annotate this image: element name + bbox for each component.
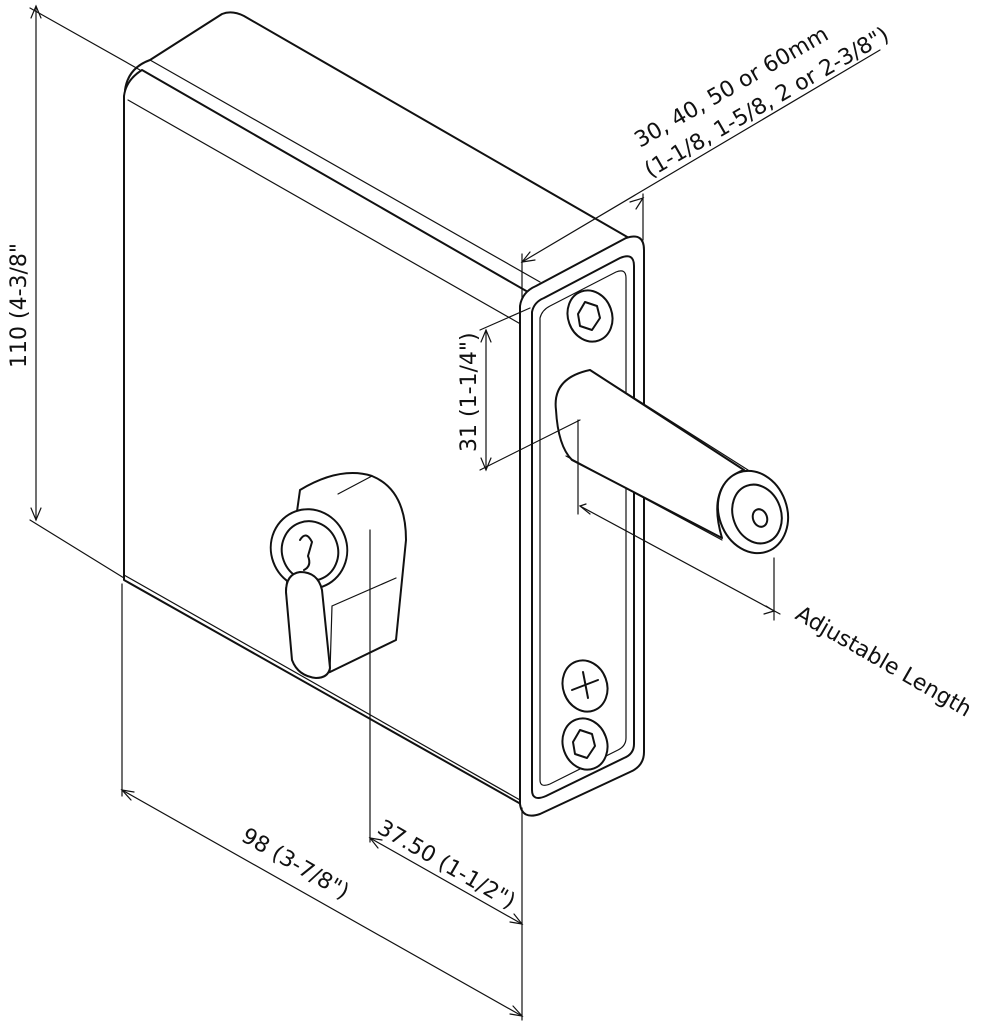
adjustable-arrow-1 bbox=[578, 503, 591, 515]
height-extension-top bbox=[29, 7, 141, 71]
faceplate-cross-screw bbox=[561, 659, 609, 713]
width-arrow-left bbox=[120, 789, 135, 801]
cylinder-keyway bbox=[299, 534, 313, 571]
faceplate-top-screw bbox=[566, 289, 614, 343]
cylinder-offset-arrow-right bbox=[509, 913, 524, 925]
faceplate-inner-bevel bbox=[539, 270, 627, 786]
bolt-offset-extension-bottom bbox=[479, 419, 581, 471]
bolt-top-edge bbox=[589, 369, 749, 471]
width-arrow-right bbox=[509, 1005, 524, 1017]
faceplate-bottom-screw bbox=[561, 717, 609, 771]
lock-body bbox=[123, 11, 637, 809]
cylinder-offset-label: 37.50 (1-1/2") bbox=[373, 816, 519, 915]
thickness-dimension-line bbox=[521, 49, 881, 263]
lock-body-top-edge bbox=[127, 99, 525, 327]
faceplate bbox=[519, 235, 645, 817]
width-dimension-line bbox=[121, 789, 523, 1017]
adjustable-arrow-2 bbox=[763, 605, 776, 615]
adjustable-length-label: Adjustable Length bbox=[791, 602, 976, 723]
lock-body-front-face bbox=[123, 69, 529, 809]
cylinder-face-ring bbox=[280, 520, 340, 582]
lock-body-top-edge-2 bbox=[149, 59, 541, 283]
key-cylinder bbox=[269, 472, 407, 679]
bolt-end-hole bbox=[751, 508, 769, 528]
height-label: 110 (4-3/8" bbox=[7, 243, 32, 368]
bolt-end-ring bbox=[731, 483, 783, 545]
cylinder-offset-arrow-left bbox=[368, 837, 383, 849]
faceplate-outer bbox=[519, 235, 645, 817]
thickness-arrow-2 bbox=[629, 196, 645, 210]
cylinder-offset-dimension-line bbox=[369, 837, 523, 925]
height-extension-bottom bbox=[29, 519, 125, 579]
bolt-offset-arrow-top bbox=[480, 328, 492, 343]
cylinder-housing-edge bbox=[329, 475, 397, 673]
height-arrow-top bbox=[30, 4, 42, 19]
thickness-arrow-1 bbox=[520, 251, 536, 263]
bolt-offset-label: 31 (1-1/4") bbox=[457, 332, 482, 452]
bolt-bottom-edge bbox=[565, 455, 723, 541]
bolt bbox=[554, 369, 790, 555]
height-arrow-bottom bbox=[30, 507, 42, 522]
adjustable-dimension-line bbox=[579, 505, 781, 615]
cylinder-cam-body bbox=[285, 571, 331, 679]
faceplate-inner bbox=[531, 255, 635, 799]
bolt-offset-extension-top bbox=[479, 307, 531, 331]
lock-body-top-face bbox=[124, 11, 637, 301]
dimension-lines bbox=[29, 4, 881, 1021]
lock-body-bottom-edge bbox=[123, 574, 521, 801]
bolt-offset-arrow-bottom bbox=[480, 457, 492, 472]
